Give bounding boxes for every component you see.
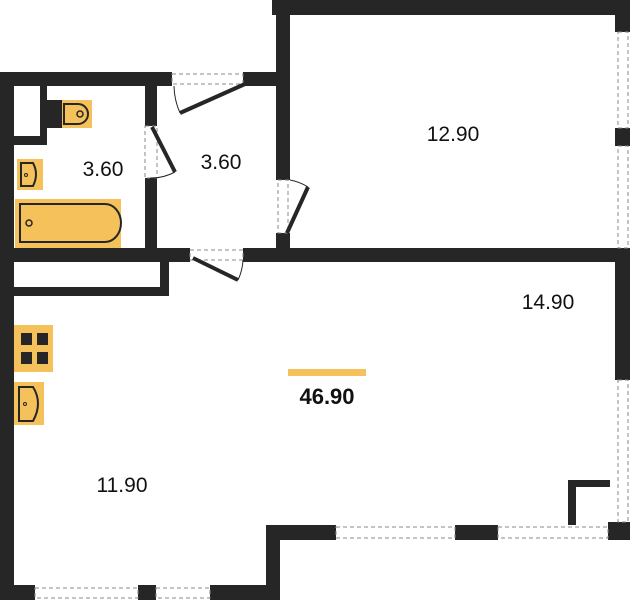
kitchen-sink-icon [14, 382, 44, 425]
stove-icon [14, 325, 53, 372]
bathtub-icon [15, 199, 122, 248]
doors [150, 82, 310, 282]
room-area-living: 14.90 [521, 291, 575, 314]
room-area-room: 12.90 [426, 123, 480, 146]
toilet-icon [62, 100, 92, 128]
room-area-hallway: 3.60 [200, 151, 242, 174]
room-area-bathroom: 3.60 [82, 158, 124, 181]
total-area: 46.90 [299, 384, 355, 409]
room-area-kitchen: 11.90 [96, 474, 148, 497]
bathroom-sink-icon [17, 159, 43, 190]
windows [34, 31, 629, 599]
total-area-accent-bar [288, 369, 366, 376]
